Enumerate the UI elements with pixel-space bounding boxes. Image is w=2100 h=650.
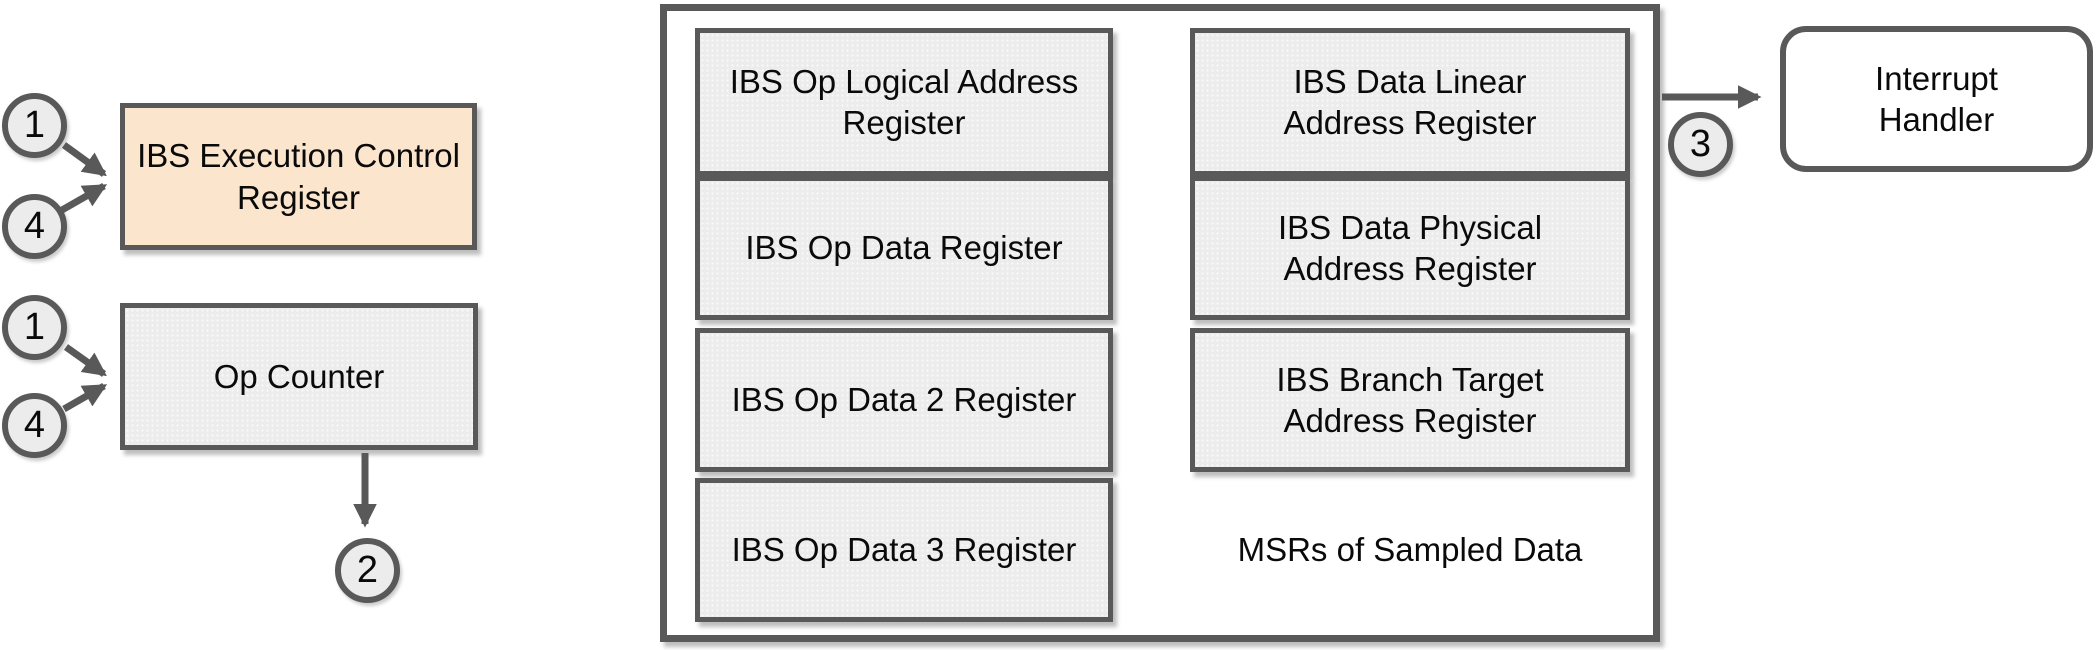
arrow-4-to-exec-control [60, 182, 108, 214]
register-box-op-data: IBS Op Data Register [695, 176, 1113, 320]
msr-caption: MSRs of Sampled Data [1237, 531, 1583, 568]
step-badge-1-exec: 1 [2, 93, 67, 158]
interrupt-handler-node: Interrupt Handler [1780, 26, 2093, 172]
register-box-op-data-3: IBS Op Data 3 Register [695, 478, 1113, 622]
register-box-op-data-2: IBS Op Data 2 Register [695, 328, 1113, 472]
step-badge-3-interrupt: 3 [1668, 112, 1733, 177]
arrow-4-to-op-counter [62, 382, 108, 413]
step-badge-1-counter: 1 [2, 295, 67, 360]
register-box-data-linear-address: IBS Data Linear Address Register [1190, 28, 1630, 176]
arrow-1-to-op-counter [63, 344, 107, 377]
msr-group-box: IBS Op Logical Address Register IBS Op D… [660, 4, 1660, 642]
register-box-op-logical-address: IBS Op Logical Address Register [695, 28, 1113, 176]
exec-control-register-node: IBS Execution Control Register [120, 103, 477, 250]
register-box-data-physical-address: IBS Data Physical Address Register [1190, 176, 1630, 320]
step-badge-4-exec: 4 [2, 194, 67, 259]
register-box-branch-target-address: IBS Branch Target Address Register [1190, 328, 1630, 472]
step-badge-4-counter: 4 [2, 393, 67, 458]
arrow-1-to-exec-control [61, 142, 107, 177]
step-badge-2-output: 2 [335, 538, 400, 603]
op-counter-node: Op Counter [120, 303, 478, 450]
